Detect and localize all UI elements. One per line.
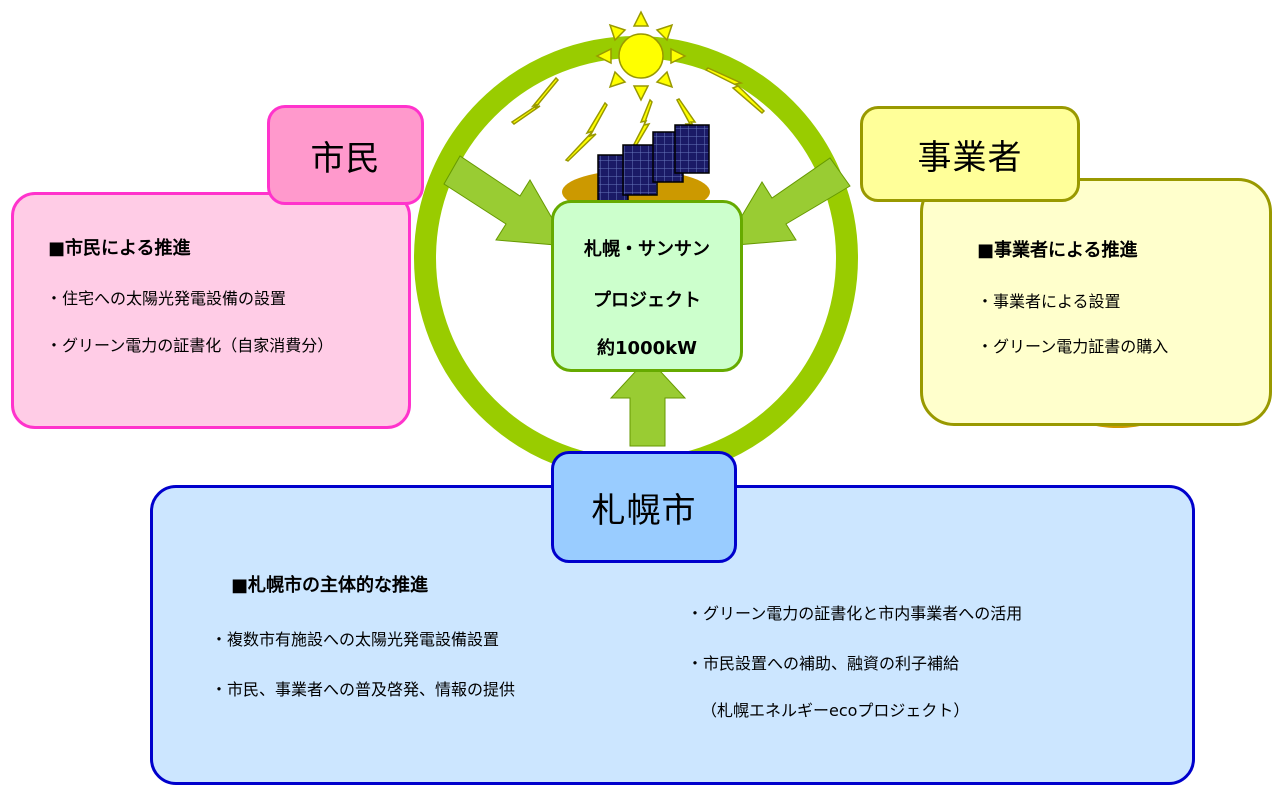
sun-icon xyxy=(595,10,687,102)
city-heading: ■札幌市の主体的な推進 xyxy=(231,575,429,596)
city-right-note: （札幌エネルギーecoプロジェクト） xyxy=(701,701,970,720)
arrow-from-business xyxy=(723,157,851,247)
business-heading: ■事業者による推進 xyxy=(977,240,1138,261)
citizens-heading: ■市民による推進 xyxy=(48,238,191,259)
city-right-item: ・市民設置への補助、融資の利子補給 xyxy=(687,654,960,673)
business-panel: ■事業者による推進 ・事業者による設置 ・グリーン電力証書の購入 xyxy=(920,178,1272,426)
citizens-item: ・住宅への太陽光発電設備の設置 xyxy=(46,289,287,308)
business-title: 事業者 xyxy=(860,106,1080,202)
arrow-from-citizens xyxy=(443,155,569,247)
citizens-title: 市民 xyxy=(267,105,424,205)
center-project-box: 札幌・サンサン プロジェクト 約1000kW xyxy=(551,200,743,372)
citizens-panel: ■市民による推進 ・住宅への太陽光発電設備の設置 ・グリーン電力の証書化（自家消… xyxy=(11,192,411,429)
center-capacity: 約1000kW xyxy=(597,338,697,359)
arrows xyxy=(443,155,851,447)
business-item: ・事業者による設置 xyxy=(977,292,1121,311)
center-title-line1: 札幌・サンサン xyxy=(584,239,710,260)
arrow-from-city xyxy=(609,357,687,447)
city-left-item: ・複数市有施設への太陽光発電設備設置 xyxy=(211,630,500,649)
city-title: 札幌市 xyxy=(551,451,737,563)
center-title-line2: プロジェクト xyxy=(593,290,701,311)
business-item: ・グリーン電力証書の購入 xyxy=(977,337,1169,356)
city-left-item: ・市民、事業者への普及啓発、情報の提供 xyxy=(211,680,516,699)
citizens-item: ・グリーン電力の証書化（自家消費分） xyxy=(46,336,334,355)
city-right-item: ・グリーン電力の証書化と市内事業者への活用 xyxy=(687,604,1023,623)
